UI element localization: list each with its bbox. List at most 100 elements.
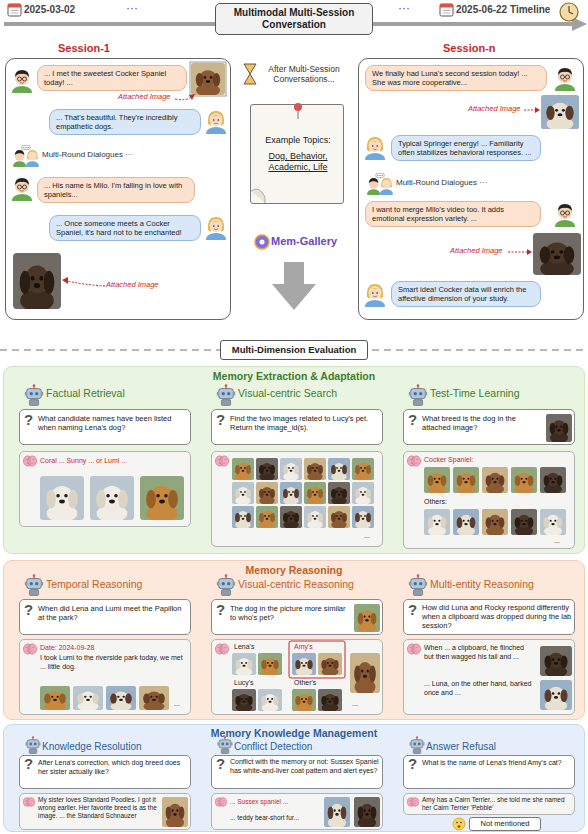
- illustration-part: [90, 476, 134, 522]
- illustration-part: [352, 482, 374, 505]
- node-illustration: [404, 640, 576, 716]
- answer-box: ...: [211, 451, 383, 547]
- illustration-part: [139, 686, 169, 711]
- node-text: Example Topics:: [255, 135, 341, 146]
- illustration-part: [541, 95, 579, 131]
- node-illustration: [20, 640, 192, 716]
- node-text: ... Luna, on the other hand, barked once…: [424, 680, 534, 697]
- node-text: ?: [408, 412, 417, 428]
- illustration-part: [482, 467, 508, 494]
- illustration-part: [26, 736, 41, 753]
- illustration-part: [540, 509, 566, 536]
- illustration-part: [190, 62, 226, 96]
- illustration-part: [191, 63, 225, 97]
- illustration-part: [11, 13, 19, 14]
- node-text: Typical Springer energy! ... Familiarity…: [398, 139, 534, 157]
- label-text: Knowledge Resolution: [42, 741, 142, 753]
- node-text: Coral ... Sunny ... or Lumi ...: [40, 457, 188, 466]
- label-text: Multi-Round Dialogues ···: [42, 150, 133, 160]
- label-text: After Multi-Session Conversations...: [258, 64, 350, 84]
- question-box: ?Find the two images related to Lucy's p…: [211, 409, 383, 445]
- illustration-part: [258, 689, 282, 712]
- question-box: ?What candidate names have been listed w…: [19, 409, 191, 445]
- illustration-part: [25, 384, 43, 405]
- node-text: ... That's beautiful. They're incredibly…: [56, 113, 194, 131]
- node-text: The dog in the picture more similar to w…: [230, 604, 346, 622]
- node-text: Amy's: [294, 643, 313, 652]
- illustration-part: [440, 4, 453, 8]
- node-text: What breed is the dog in the attached im…: [422, 414, 538, 432]
- label-text: Attached Image: [106, 280, 159, 289]
- illustration-part: [460, 822, 462, 824]
- illustration-part: [73, 686, 103, 711]
- illustration-part: [524, 110, 536, 111]
- illustration-part: [215, 644, 228, 654]
- label-text: 2025-06-22: [456, 4, 507, 16]
- answer-box: My sister loves Standard Poodles. I got …: [19, 793, 191, 830]
- illustration-part: [440, 4, 453, 16]
- node-text: When ... a clipboard, he flinched but th…: [424, 644, 534, 661]
- illustration-part: [407, 644, 420, 654]
- illustration-part: [511, 467, 537, 494]
- illustration-part: [560, 3, 578, 21]
- illustration-part: [189, 94, 195, 100]
- node-text: ... Once someone meets a Cocker Spaniel,…: [56, 219, 194, 237]
- illustration-part: [443, 13, 451, 14]
- illustration-part: [409, 384, 427, 405]
- illustration-part: [292, 653, 316, 676]
- illustration-part: [407, 456, 420, 466]
- illustration-part: [367, 173, 393, 198]
- node-text: Date: 2024-09-28: [40, 644, 94, 653]
- illustration-part: [569, 12, 573, 14]
- chat-bubble: ... His name is Milo. I'm falling in lov…: [37, 177, 195, 203]
- illustration-part: [23, 456, 36, 466]
- question-box: ?How did Luna and Rocky respond differen…: [403, 599, 575, 635]
- chat-bubble: Smart idea! Cocker data will enrich the …: [391, 281, 541, 307]
- label-text: Multi-entity Reasoning: [430, 578, 534, 590]
- illustration-part: [555, 204, 575, 232]
- answer-box: Date: 2024-09-28I took Lumi to the river…: [19, 639, 191, 715]
- illustration-part: [535, 107, 540, 113]
- category-band: Memory Knowledge Management?After Lena's…: [3, 724, 585, 832]
- status-box: Not mentioned: [469, 817, 541, 831]
- label-text: Mem-Gallery: [271, 235, 337, 248]
- node-text: ...: [364, 532, 370, 541]
- question-box: ? What breed is the dog in the attached i…: [403, 409, 575, 445]
- illustration-part: [206, 111, 226, 139]
- illustration-part: [23, 798, 34, 806]
- illustration-part: [260, 240, 265, 245]
- illustration-part: [232, 689, 256, 712]
- illustration-part: [318, 653, 342, 676]
- illustration-part: [62, 277, 68, 284]
- illustration-part: [365, 284, 385, 312]
- label-text: Conflict Detection: [234, 741, 312, 753]
- chat-bubble: We finally had Luna's second session tod…: [365, 65, 547, 91]
- answer-box: ... Sussex spaniel ...... teddy bear-sho…: [211, 793, 383, 830]
- illustration-part: [365, 137, 385, 165]
- illustration-part: [256, 458, 278, 481]
- illustration-part: [12, 178, 32, 206]
- answer-box: Cocker Spaniel:Others:...: [403, 451, 575, 549]
- chat-bubble: I want to merge Milo's video too. It add…: [365, 201, 541, 227]
- illustration-part: [328, 506, 350, 529]
- title-box: Multimodal Multi-Session Conversation: [215, 3, 373, 35]
- illustration-part: [294, 103, 302, 111]
- label-text: Temporal Reasoning: [46, 578, 142, 590]
- illustration-part: [304, 458, 326, 481]
- answer-box: Coral ... Sunny ... or Lumi ...: [19, 451, 191, 527]
- node-text: Amy has a Cairn Terrier... she told me s…: [422, 796, 572, 812]
- chat-bubble: ... Once someone meets a Cocker Spaniel,…: [49, 215, 201, 241]
- session-panel: Session-nWe finally had Luna's second se…: [358, 58, 584, 320]
- node-text: ... I met the sweetest Cocker Spaniel to…: [44, 69, 180, 87]
- illustration-part: [324, 797, 350, 829]
- node-text: What candidate names have been listed wh…: [38, 414, 188, 432]
- node-text: Cocker Spaniel:: [424, 456, 473, 465]
- label-text: Test-Time Learning: [430, 387, 519, 399]
- illustration-part: [258, 653, 282, 676]
- question-box: ?What is the name of Lena's friend Amy's…: [403, 755, 575, 789]
- node-text: ?: [408, 756, 417, 772]
- node-text: Find the two images related to Lucy's pe…: [230, 414, 380, 432]
- node-text: Smart idea! Cocker data will enrich the …: [398, 285, 534, 303]
- illustration-part: [458, 825, 461, 827]
- question-box: ?After Lena's correction, which dog bree…: [19, 755, 191, 789]
